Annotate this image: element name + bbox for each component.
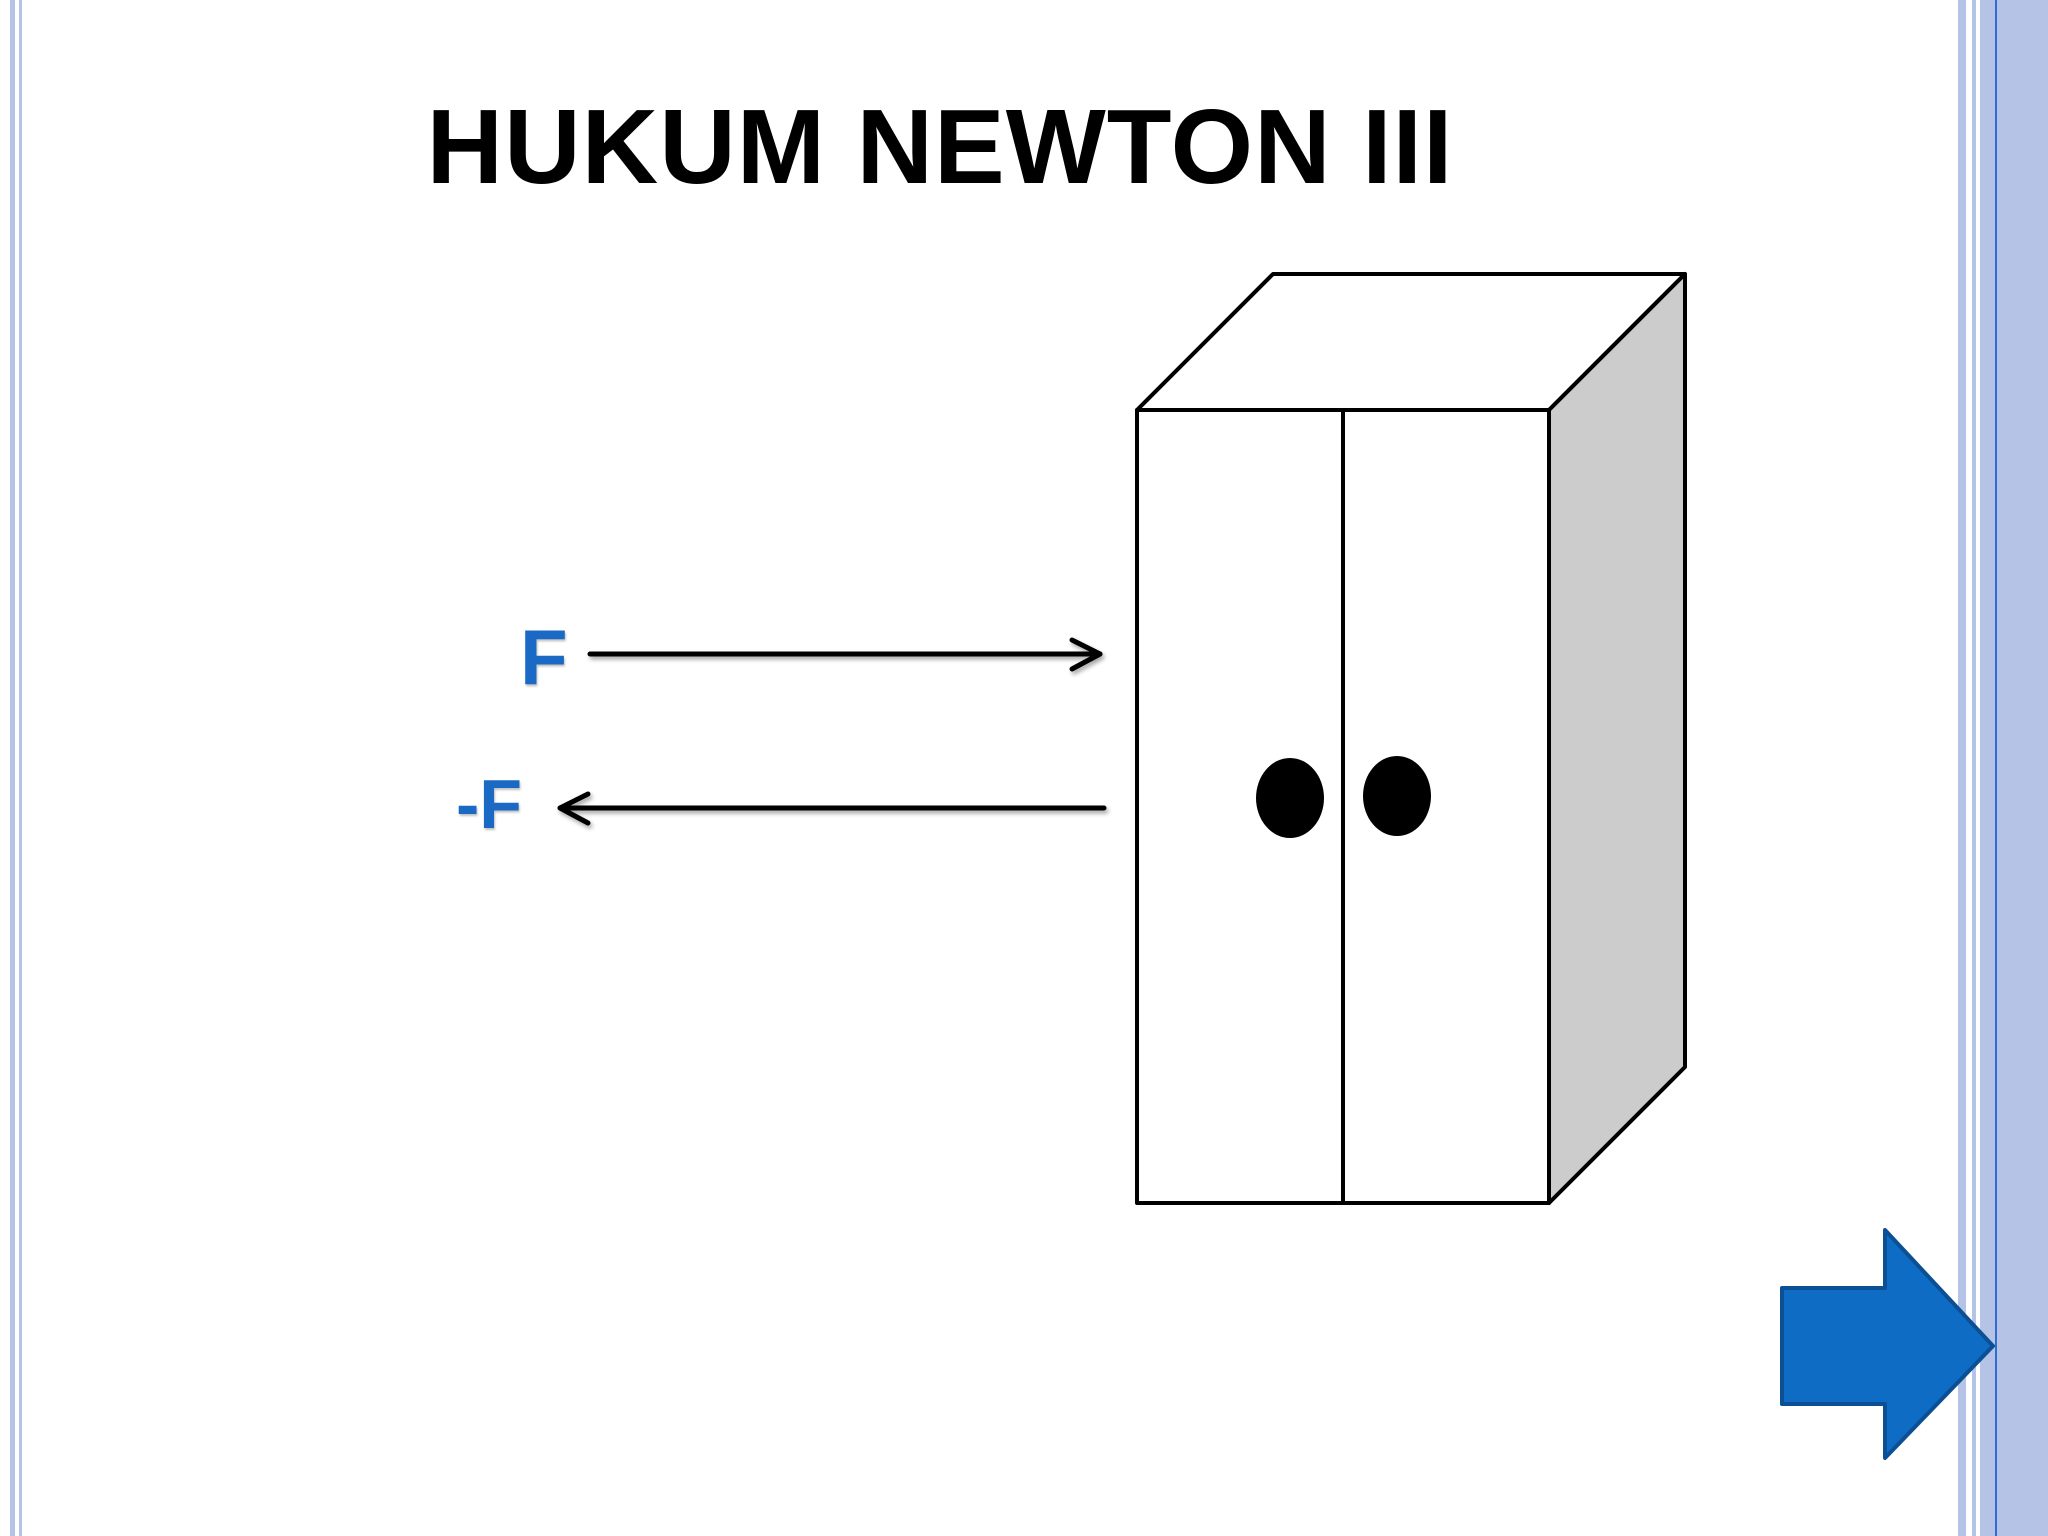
force-label-reaction: -F: [456, 765, 523, 843]
force-label-action: F: [520, 613, 568, 701]
reaction-force-arrow: [557, 791, 1107, 826]
right-arrow-icon: [1780, 1228, 1995, 1460]
left-door-knob: [1256, 758, 1324, 838]
left-border-line: [10, 0, 15, 1536]
slide-title: HUKUM NEWTON III: [426, 88, 1454, 206]
next-slide-button[interactable]: [1778, 1228, 1998, 1462]
wardrobe-side-face: [1547, 272, 1687, 1205]
right-border-line-inner: [1972, 0, 1976, 1536]
right-border-edge: [1995, 0, 1997, 1536]
wardrobe: [1135, 272, 1687, 1205]
right-border-line: [1958, 0, 1966, 1536]
left-border-line-inner: [19, 0, 22, 1536]
right-door-knob: [1363, 756, 1431, 836]
action-force-arrow: [587, 637, 1103, 672]
right-border-band: [1980, 0, 2048, 1536]
